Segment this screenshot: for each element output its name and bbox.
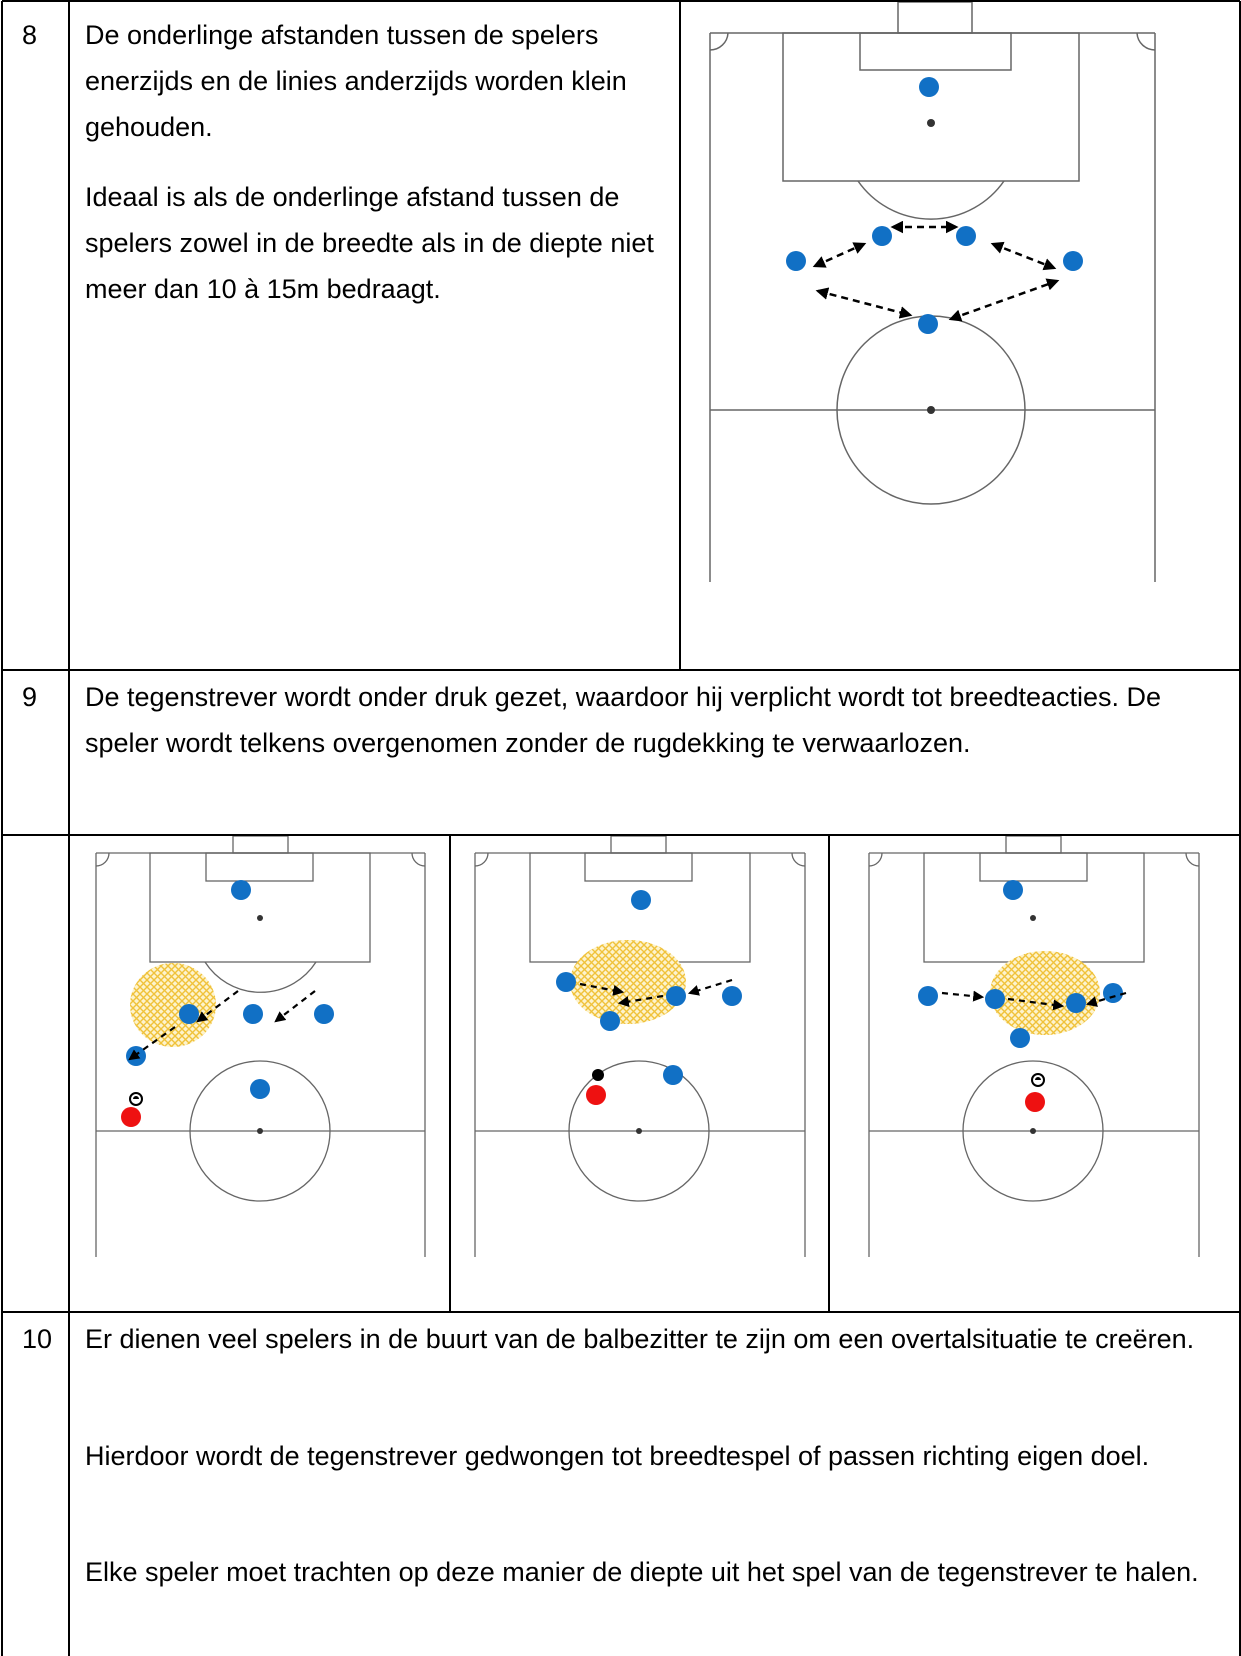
row-8-paragraph-1: De onderlinge afstanden tussen de speler… [85, 20, 627, 142]
arrow [812, 242, 867, 268]
arrow [617, 994, 664, 1008]
arrow [941, 990, 985, 1002]
row-10-paragraph-1: Er dienen veel spelers in de buurt van d… [85, 1324, 1195, 1354]
arrow [687, 978, 733, 996]
player-dot [631, 890, 651, 910]
opponent-dot [121, 1107, 141, 1127]
player-dot [985, 989, 1005, 1009]
pressure-zone [990, 951, 1100, 1035]
row-number-9: 9 [22, 682, 38, 712]
arrow [128, 1026, 176, 1061]
player-dot [918, 986, 938, 1006]
diagram-9c [868, 836, 1200, 1257]
player-dot [556, 972, 576, 992]
soccer-pitch [474, 836, 806, 1257]
player-dot [872, 226, 892, 246]
diagram-row-8 [709, 2, 1156, 582]
arrow [274, 990, 316, 1023]
player-dot [231, 880, 251, 900]
arrow [1007, 997, 1065, 1011]
player-dot [918, 314, 938, 334]
player-dot [243, 1004, 263, 1024]
row-10-paragraph-2: Hierdoor wordt de tegenstrever gedwongen… [85, 1441, 1150, 1471]
ball-icon [592, 1069, 604, 1081]
opponent-dot [586, 1085, 606, 1105]
soccer-pitch [868, 836, 1200, 1257]
arrow [948, 278, 1060, 322]
player-dot [600, 1011, 620, 1031]
player-dot [1003, 880, 1023, 900]
player-dot [919, 77, 939, 97]
player-dot [1063, 251, 1083, 271]
pressure-zone [130, 963, 216, 1047]
player-dot [663, 1065, 683, 1085]
player-dot [956, 226, 976, 246]
player-dot [314, 1004, 334, 1024]
player-dot [1103, 983, 1123, 1003]
row-number-10: 10 [22, 1324, 53, 1354]
player-dot [722, 986, 742, 1006]
diagram-9a [95, 836, 426, 1257]
arrow [579, 982, 625, 996]
player-dot [179, 1004, 199, 1024]
row-9-paragraph-1: De tegenstrever wordt onder druk gezet, … [85, 682, 1162, 758]
player-dot [666, 986, 686, 1006]
player-dot [1066, 993, 1086, 1013]
arrow [990, 241, 1057, 271]
row-number-8: 8 [22, 20, 38, 50]
player-dot [786, 251, 806, 271]
player-dot [1010, 1028, 1030, 1048]
opponent-dot [1025, 1092, 1045, 1112]
arrows [812, 220, 1060, 322]
row-8-paragraph-2: Ideaal is als de onderlinge afstand tuss… [85, 182, 654, 304]
player-dots [786, 77, 1083, 334]
pressure-zone [570, 940, 686, 1024]
diagram-9b [474, 836, 806, 1257]
soccer-pitch [95, 836, 426, 1257]
arrow [196, 990, 239, 1023]
arrow [815, 287, 913, 319]
row-10-paragraph-3: Elke speler moet trachten op deze manier… [85, 1557, 1199, 1587]
diagrams-row-9 [95, 836, 1200, 1257]
player-dot [250, 1079, 270, 1099]
